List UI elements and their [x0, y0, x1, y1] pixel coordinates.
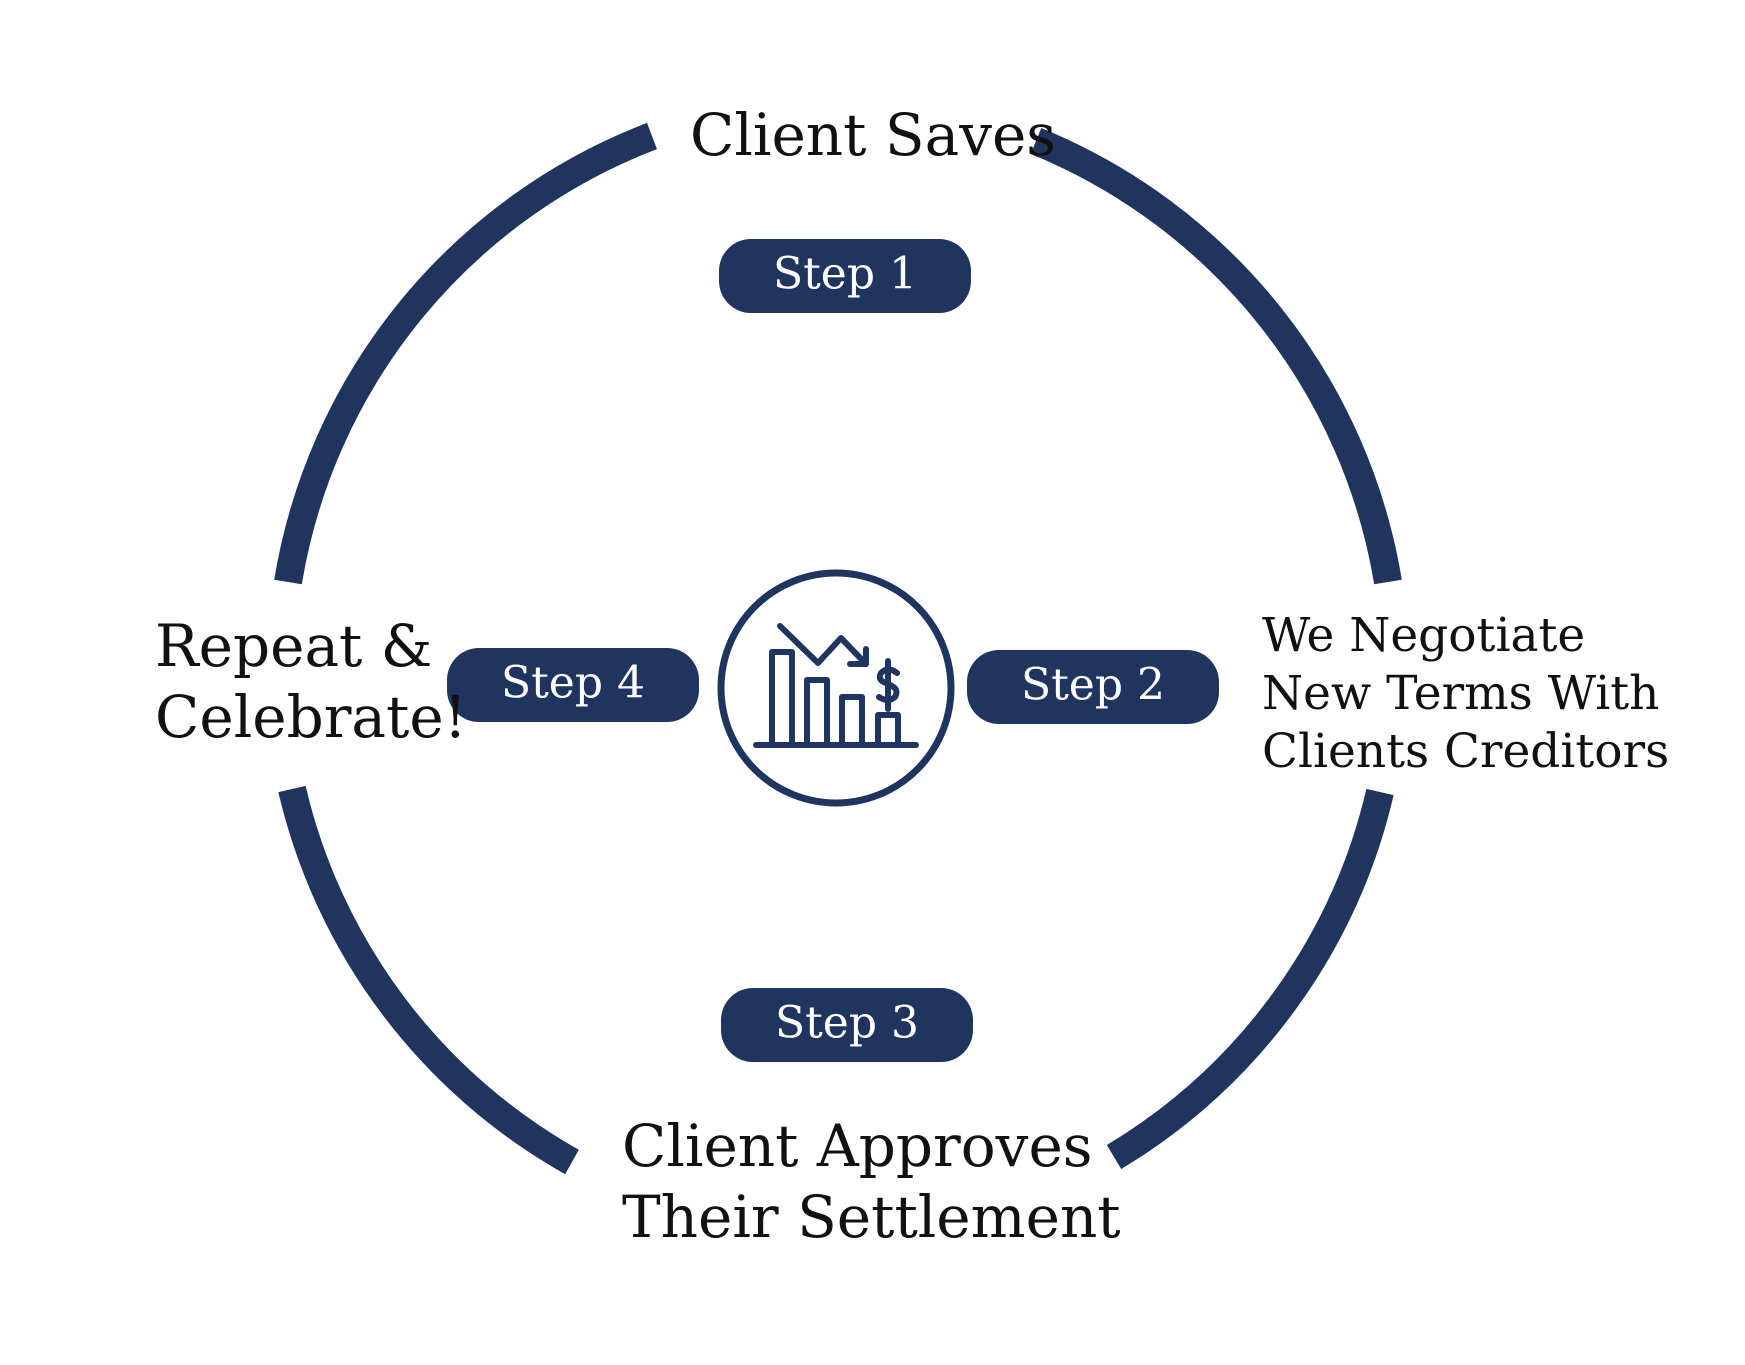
- step-4-pill: Step 4: [447, 648, 699, 722]
- step-3-description: Client Approves Their Settlement: [622, 1112, 1121, 1251]
- declining-bar-chart-dollar-icon: [717, 569, 955, 807]
- step-3-pill: Step 3: [721, 988, 973, 1062]
- step-2-label: Step 2: [1021, 660, 1165, 711]
- step-1-description: Client Saves: [690, 101, 1056, 169]
- step-4-description: Repeat & Celebrate!: [155, 612, 467, 751]
- arc-top-left: [274, 122, 658, 585]
- step-1-pill: Step 1: [719, 239, 971, 313]
- arc-bottom-right: [1106, 788, 1394, 1170]
- step-3-label: Step 3: [775, 998, 919, 1049]
- step-1-label: Step 1: [773, 249, 917, 300]
- step-4-label: Step 4: [501, 658, 645, 709]
- step-2-pill: Step 2: [967, 650, 1219, 724]
- arc-top-right: [1030, 128, 1402, 585]
- cycle-ring: [274, 122, 1402, 1175]
- arc-bottom-left: [278, 785, 579, 1175]
- step-2-description: We Negotiate New Terms With Clients Cred…: [1262, 608, 1674, 779]
